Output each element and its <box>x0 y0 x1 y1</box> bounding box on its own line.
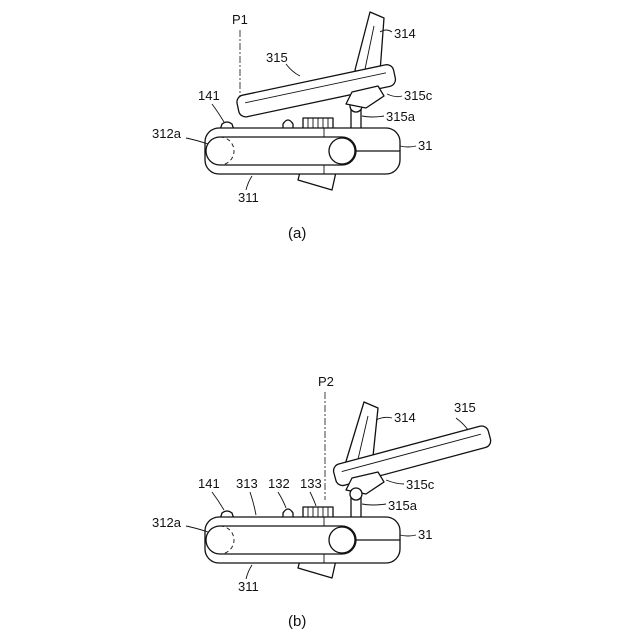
hinge-ball-315a <box>350 488 362 500</box>
leader-315 <box>286 64 300 76</box>
label-31: 31 <box>418 138 432 153</box>
leader-315 <box>456 418 468 430</box>
leader-315c <box>386 480 404 484</box>
label-31: 31 <box>418 527 432 542</box>
leader-141 <box>212 104 224 122</box>
view-b: P2 314 315 315c 141 313 132 133 315a 312… <box>152 374 492 630</box>
leader-31 <box>400 146 416 147</box>
label-311: 311 <box>238 190 259 205</box>
label-314: 314 <box>394 410 416 425</box>
roller-right <box>329 527 355 553</box>
roller-right <box>329 138 355 164</box>
label-132: 132 <box>268 476 290 491</box>
label-315c: 315c <box>404 88 433 103</box>
caption-a: (a) <box>288 225 306 242</box>
caption-b: (b) <box>288 613 306 630</box>
label-311: 311 <box>238 579 259 594</box>
label-312a: 312a <box>152 126 182 141</box>
label-141: 141 <box>198 88 220 103</box>
leader-133 <box>310 492 316 506</box>
label-314: 314 <box>394 26 416 41</box>
label-plane: P2 <box>318 374 334 389</box>
label-141: 141 <box>198 476 220 491</box>
leader-315c <box>387 94 402 97</box>
label-315: 315 <box>454 400 476 415</box>
leader-141 <box>212 492 224 510</box>
leader-314 <box>376 417 392 420</box>
label-315a: 315a <box>386 109 416 124</box>
leader-313 <box>250 492 256 515</box>
leader-315a <box>362 116 384 117</box>
label-315c: 315c <box>406 477 435 492</box>
leader-132 <box>278 492 286 508</box>
label-315a: 315a <box>388 498 418 513</box>
leader-311 <box>246 176 252 190</box>
label-315: 315 <box>266 50 288 65</box>
view-a: P1 314 315 315c 141 315a 312a 31 311 (a) <box>152 12 433 242</box>
label-plane: P1 <box>232 12 248 27</box>
label-313: 313 <box>236 476 258 491</box>
lower-bracket <box>298 172 336 190</box>
label-312a: 312a <box>152 515 182 530</box>
leader-31 <box>400 535 416 536</box>
leader-315a <box>362 504 386 505</box>
leader-311 <box>246 565 252 579</box>
label-133: 133 <box>300 476 322 491</box>
